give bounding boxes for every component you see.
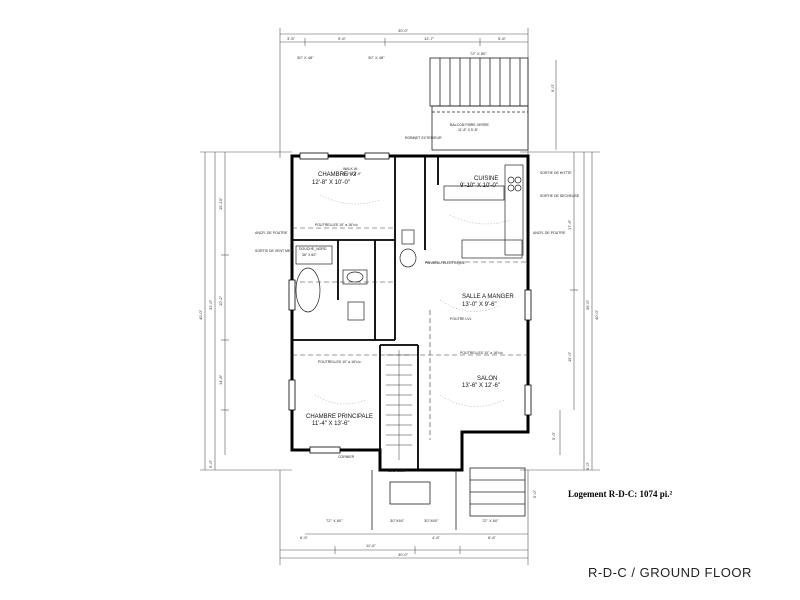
dim-top-overall: 30'-0" bbox=[398, 28, 409, 33]
dim-left-2: 10'-2" bbox=[218, 295, 223, 306]
note-poutrelles-1: POUTRELLES 10" a 16"c/c bbox=[315, 223, 358, 227]
dim-stair-top: 72" X 80" bbox=[470, 51, 487, 56]
interior-stair bbox=[386, 350, 412, 460]
balcony-name: BALCON FIBRE-VERRE bbox=[450, 123, 489, 127]
note-ancr-poutre-right: ANCR. DE POUTRE bbox=[533, 231, 566, 235]
dim-right-2: 15'-0" bbox=[567, 351, 572, 362]
room-salle-manger-size: 13'-0" X 9'-6" bbox=[462, 302, 497, 308]
dim-right-3: 5'-0" bbox=[551, 432, 556, 440]
floor-label: R-D-C / GROUND FLOOR bbox=[588, 565, 752, 580]
note-panneau: PANNEAU ELECTRIQUE bbox=[425, 261, 465, 265]
room-chambre-principale-size: 11'-4" X 13'-6" bbox=[312, 421, 350, 427]
interior-walls bbox=[292, 156, 439, 470]
room-chambre2-name: CHAMBRE #2 bbox=[318, 172, 357, 178]
dim-top-1: 3'-5" bbox=[287, 36, 295, 41]
room-salon-size: 13'-6" X 12'-6" bbox=[462, 383, 500, 389]
exterior-stair-top bbox=[429, 57, 529, 107]
dim-bottom-overall: 30'-0" bbox=[398, 552, 409, 557]
note-escalier: ESCALIER bbox=[388, 469, 406, 473]
room-salon-name: SALON bbox=[477, 376, 498, 382]
electrical-runs bbox=[314, 194, 511, 407]
dim-window-b4: 72" X 60" bbox=[482, 518, 499, 523]
dim-top-4: 5'-6" bbox=[498, 36, 506, 41]
dim-window-b3: 30"X60" bbox=[424, 518, 439, 523]
dim-left-3: 14'-8" bbox=[218, 374, 223, 385]
dim-right-top: 9'-0" bbox=[550, 84, 555, 92]
note-poutre-lvl: POUTRE LVL bbox=[450, 317, 472, 321]
dim-right-4: 36'-0" bbox=[585, 299, 590, 310]
note-cornier: CORNIER bbox=[338, 455, 355, 459]
area-label: Logement R-D-C: 1074 pi.² bbox=[568, 489, 673, 499]
dim-bot-3: 4'-6" bbox=[432, 535, 440, 540]
dim-window-b1: 72" X 60" bbox=[326, 518, 343, 523]
dim-bot-4: 6'-6" bbox=[488, 535, 496, 540]
note-poutrelles-2: POUTRELLES 10" a 16"c/c bbox=[460, 351, 503, 355]
dim-right-1: 17'-6" bbox=[567, 219, 572, 230]
dim-window-1: 30" X 48" bbox=[297, 55, 314, 60]
front-stairs bbox=[371, 467, 526, 530]
room-cuisine-size: 9'-10" X 10'-0" bbox=[460, 183, 498, 189]
dim-right-5: 6'-0" bbox=[585, 462, 590, 470]
beams bbox=[292, 227, 528, 440]
note-sortie-secheuse: SORTIE DE SECHEUSE bbox=[540, 194, 580, 198]
room-salle-manger-name: SALLE A MANGER bbox=[462, 294, 514, 300]
bathroom-fixtures bbox=[295, 229, 417, 321]
windows bbox=[288, 152, 532, 454]
dim-top-3: 12'-7" bbox=[424, 36, 435, 41]
dim-window-2: 30" X 48" bbox=[368, 55, 385, 60]
balcony bbox=[431, 105, 529, 151]
dimension-lines bbox=[200, 28, 600, 565]
room-douche-name: DOUCHE_NORD bbox=[299, 247, 327, 251]
note-ancr-poutre-left: ANCR. DE POUTRE bbox=[255, 231, 288, 235]
dim-bot-2: 11'-6" bbox=[366, 543, 376, 548]
room-walk-in-size: 5'-2" X 5'-9" bbox=[343, 172, 362, 176]
dim-left-1: 15'-10" bbox=[218, 197, 223, 210]
dim-right-overall: 40'-0" bbox=[594, 309, 599, 320]
room-douche-size: 36" X 60" bbox=[302, 253, 317, 257]
kitchen-counters bbox=[443, 164, 524, 259]
dim-right-6: 5'-0" bbox=[532, 490, 537, 498]
note-robinet: ROBINET EXTERIEUR bbox=[405, 136, 442, 140]
room-cuisine-name: CUISINE bbox=[474, 176, 499, 182]
dim-bot-1: 6'-5" bbox=[300, 535, 308, 540]
note-poutrelles-3: POUTRELLES 10" a 16"c/c bbox=[318, 360, 361, 364]
dim-left-overall: 40'-0" bbox=[198, 309, 203, 320]
dim-left-5: 32'-0" bbox=[208, 299, 213, 310]
dim-left-4: 5'-0" bbox=[208, 460, 213, 468]
dim-window-b2: 30"X60" bbox=[390, 518, 405, 523]
dim-top-2: 9'-6" bbox=[338, 36, 346, 41]
room-chambre2-size: 12'-8" X 10'-0" bbox=[312, 180, 350, 186]
room-walk-in-name: WALK-IN bbox=[343, 167, 358, 171]
note-sortie-vent: SORTIE DE VENT MEC bbox=[255, 249, 293, 253]
note-sortie-hotte: SORTIE DE HOTTE bbox=[540, 171, 572, 175]
room-chambre-principale-name: CHAMBRE PRINCIPALE bbox=[306, 414, 373, 420]
balcony-size: 11'-8" X 5'-8" bbox=[458, 128, 478, 132]
